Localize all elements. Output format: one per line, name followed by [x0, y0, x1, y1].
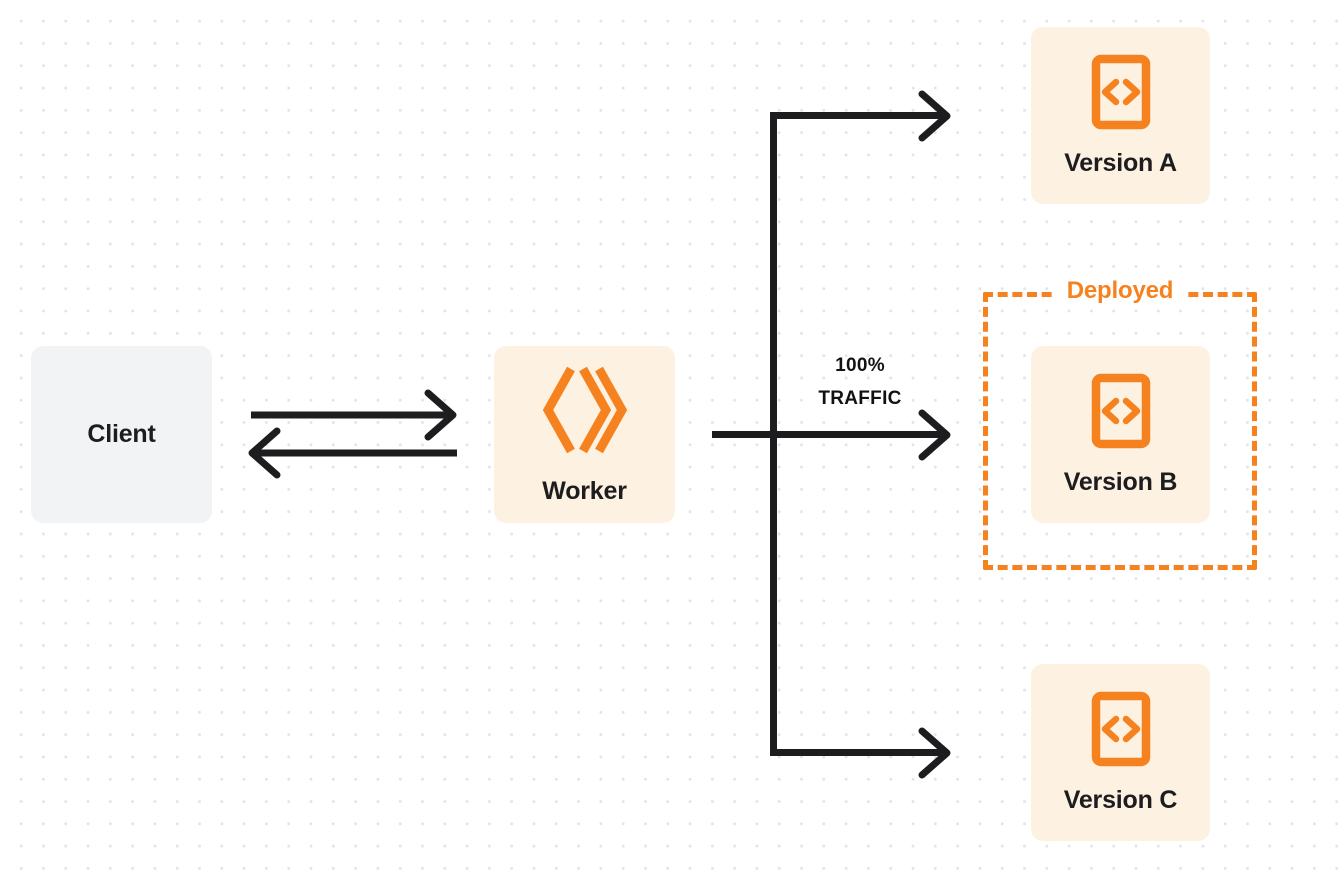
node-client-label: Client — [87, 420, 156, 448]
traffic-caption: TRAFFIC — [818, 387, 902, 409]
deployed-group-boundary: Deployed — [983, 277, 1257, 570]
code-file-icon — [1091, 54, 1151, 135]
node-client[interactable]: Client — [31, 346, 212, 523]
code-file-icon — [1091, 373, 1151, 454]
deployed-group-label: Deployed — [1055, 277, 1185, 305]
code-file-icon — [1091, 691, 1151, 772]
node-version-c[interactable]: Version C — [1031, 664, 1210, 841]
node-version-b[interactable]: Version B — [1031, 346, 1210, 523]
traffic-annotation: 100% TRAFFIC — [794, 350, 926, 415]
node-version-a[interactable]: Version A — [1031, 27, 1210, 204]
node-version-b-label: Version B — [1063, 467, 1178, 496]
cloudflare-workers-logo-icon — [540, 364, 630, 461]
arrow-worker-to-client — [248, 427, 457, 479]
arrow-client-to-worker — [251, 389, 457, 441]
node-version-a-label: Version A — [1064, 148, 1177, 177]
traffic-percent: 100% — [835, 355, 885, 376]
node-worker-label: Worker — [542, 476, 627, 505]
arrow-worker-to-version-a — [770, 90, 951, 142]
arrow-worker-to-version-c — [770, 727, 951, 779]
node-version-c-label: Version C — [1063, 785, 1178, 814]
node-worker[interactable]: Worker — [494, 346, 675, 523]
arrow-worker-to-version-b — [712, 409, 951, 461]
